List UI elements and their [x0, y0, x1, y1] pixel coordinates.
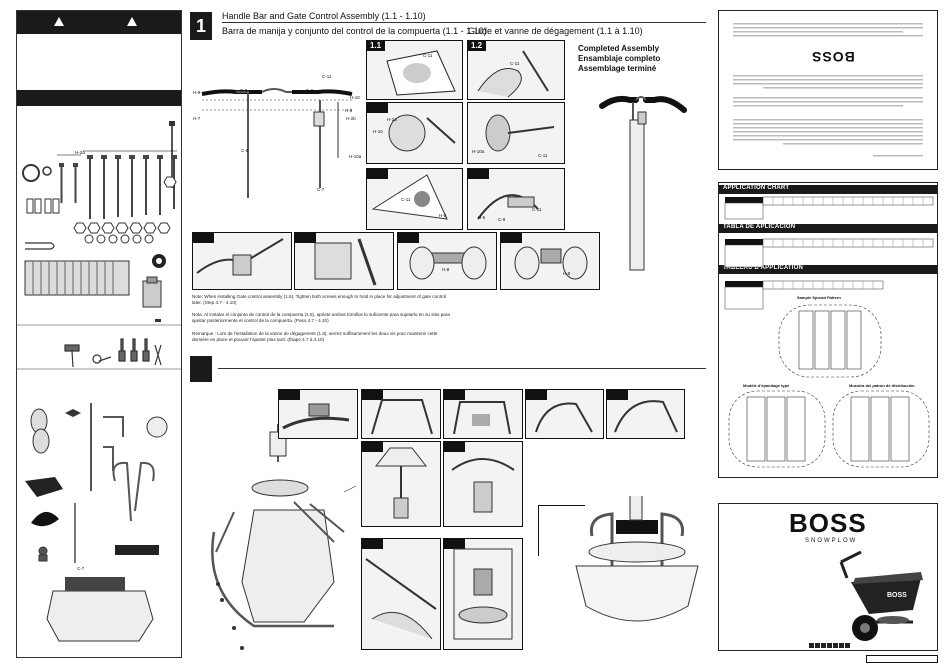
step-1-title-fr: Guide et vanne de dégagement (1.1 à 1.10… — [468, 26, 643, 36]
application-tables — [724, 196, 934, 310]
step-photo — [443, 441, 523, 527]
part-label: H-2a — [75, 150, 85, 155]
step-photo: H-8 — [500, 232, 600, 290]
snowplow-tagline: SNOWPLOW — [805, 538, 858, 544]
step-1-title-en: Handle Bar and Gate Control Assembly (1.… — [222, 11, 426, 21]
completed-assembly-fr: Assemblage terminé — [578, 64, 657, 73]
twitter-icon — [815, 643, 820, 648]
sample-spread-pattern-label: Sample Spread Pattern — [797, 295, 841, 300]
step-photo — [361, 538, 441, 650]
web-icon — [845, 643, 850, 648]
application-chart-header-fr: TABLEAU D'APPLICATION — [719, 265, 937, 274]
facebook-icon — [809, 643, 814, 648]
linkedin-icon — [833, 643, 838, 648]
step-1-title-es: Barra de manija y conjunto del control d… — [222, 26, 487, 36]
step-photo — [361, 389, 441, 439]
handle-exploded-diagram — [201, 88, 353, 198]
part-label: C-11 — [322, 74, 332, 79]
warranty-text-panel: BOSS — [718, 10, 938, 170]
part-label: H-7 — [193, 116, 201, 121]
hardware-illustration — [17, 121, 181, 642]
step-photo — [443, 389, 523, 439]
part-label: C-7 — [77, 566, 85, 571]
instagram-icon — [827, 643, 832, 648]
step-photo — [192, 232, 292, 290]
application-chart-header-en: APPLICATION CHART — [719, 185, 937, 194]
completed-assembly-en: Completed Assembly — [578, 44, 660, 53]
step-photo: 1.2 C-11 — [467, 40, 565, 100]
part-label: H-9 — [193, 90, 201, 95]
step-photo: C-11 H-8 — [366, 168, 463, 230]
hopper-exploded-diagram — [211, 424, 357, 650]
step-photo: 1.1 C-11 — [366, 40, 463, 100]
warning-icon — [54, 17, 64, 26]
step-photo — [443, 538, 523, 650]
spread-pattern-diagram — [832, 390, 930, 468]
callout-line — [538, 505, 585, 556]
cover-panel: BOSS SNOWPLOW BOSS — [718, 503, 938, 651]
part-label: C-6 — [241, 148, 249, 153]
note-es: Nota: Al instalar el conjunto de control… — [192, 312, 450, 323]
completed-handle-illustration — [599, 95, 687, 271]
parts-header — [17, 90, 181, 106]
hopper-logo: BOSS — [887, 592, 907, 599]
assembled-spreader-illustration — [575, 496, 699, 622]
part-label: H-10a — [349, 154, 362, 159]
parts-list-panel: H-2a C-7 — [16, 10, 182, 658]
note-fr: Remarque : Lors de l'installation de la … — [192, 331, 438, 342]
part-number-box — [866, 655, 938, 663]
note-en: Note: When installing Gate control assem… — [192, 294, 447, 305]
step-photo: H-8 — [397, 232, 497, 290]
step-1-rule — [222, 22, 706, 23]
step-photo: H-5 C-9 C-11 — [467, 168, 565, 230]
spread-pattern-label-fr: Modèle d'épandage type — [743, 383, 790, 388]
application-chart-panel: APPLICATION CHART TABLA DE APLICACIÓN TA… — [718, 182, 938, 478]
application-chart-header-es: TABLA DE APLICACIÓN — [719, 224, 937, 233]
completed-assembly-es: Ensamblaje completo — [578, 54, 661, 63]
part-label: C-6 — [306, 88, 314, 93]
step-photo — [294, 232, 394, 290]
part-label: C-7 — [317, 187, 325, 192]
inverted-text-lines — [733, 23, 923, 157]
part-label: H-10 — [350, 95, 360, 100]
spread-pattern-diagram — [778, 304, 882, 378]
step-1-number: 1 — [190, 12, 212, 40]
warning-icon — [127, 17, 137, 26]
step-photo: H-2a H-10 — [366, 102, 463, 164]
spread-pattern-label-es: Muestra del patrón de distribución — [849, 383, 915, 388]
step-2-number — [190, 356, 212, 382]
step-photo — [278, 389, 358, 439]
warning-header — [17, 11, 181, 34]
part-label: H-5 — [345, 108, 353, 113]
step-photo — [525, 389, 604, 439]
step-2-rule — [218, 368, 706, 369]
youtube-icon — [821, 643, 826, 648]
pinterest-icon — [839, 643, 844, 648]
part-label: H-2b — [346, 116, 356, 121]
step-photo — [361, 441, 441, 527]
spread-pattern-diagram — [728, 390, 826, 468]
step-photo — [606, 389, 685, 439]
social-icons — [809, 635, 857, 648]
spreader-product-illustration — [839, 550, 923, 641]
step-photo: H-10a C-11 — [467, 102, 565, 164]
boss-logo: BOSS — [789, 508, 867, 538]
part-label: C-8 — [240, 88, 248, 93]
